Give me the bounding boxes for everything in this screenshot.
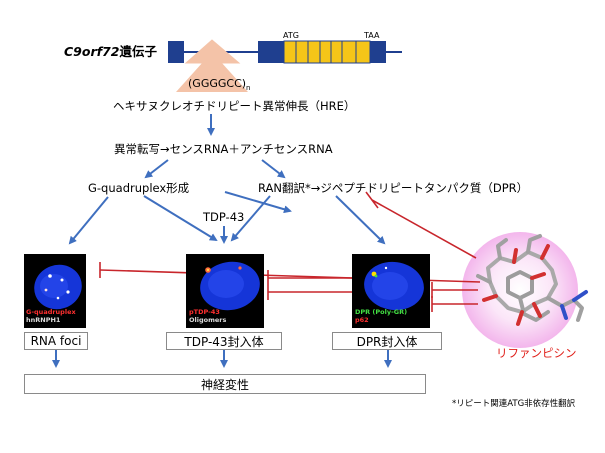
panel-caption-3a: DPR (Poly-GR) xyxy=(355,308,408,316)
gene-structure xyxy=(168,39,402,92)
gene-suffix: 遺伝子 xyxy=(119,44,157,59)
panel-caption-1a: G-quadruplex xyxy=(26,308,76,316)
rna-foci-box: RNA foci xyxy=(24,332,88,350)
arrow-gquad-to-ran-region xyxy=(224,191,292,214)
flow-arrows xyxy=(52,114,392,368)
arrow-to-ran xyxy=(261,159,286,179)
arrow-gquad-to-tdp xyxy=(143,195,218,242)
tdp-inclusion-box: TDP-43封入体 xyxy=(166,332,282,350)
panel-caption-2a: pTDP-43 xyxy=(189,308,220,316)
repeat-subscript: n xyxy=(246,84,251,93)
rifampicin-molecule xyxy=(476,234,588,326)
arrow-ran-to-dpr xyxy=(335,195,386,245)
micrograph-dpr: DPR (Poly-GR) p62 xyxy=(352,254,430,328)
footnote: *リピート関連ATG非依存性翻訳 xyxy=(452,399,576,409)
micrograph-rna-foci: G-quadruplex hnRNPH1 xyxy=(24,254,86,328)
dpr-inclusion-box: DPR封入体 xyxy=(332,332,442,350)
gene-title: C9orf72遺伝子 xyxy=(64,45,157,59)
drug-highlight xyxy=(462,232,578,348)
exon-1 xyxy=(168,41,184,63)
nucleus-image xyxy=(34,264,82,310)
taa-label: TAA xyxy=(364,31,380,40)
micrograph-tdp43: pTDP-43 Oligomers xyxy=(186,254,264,328)
panel-caption-1b: hnRNPH1 xyxy=(26,316,61,324)
tdp43-label: TDP-43 xyxy=(203,210,245,224)
arrow-to-gquad xyxy=(144,159,169,179)
repeat-sequence: (GGGGCC) xyxy=(188,77,247,90)
exon-last xyxy=(370,41,386,63)
gene-name: C9orf72 xyxy=(64,44,120,59)
hre-label: ヘキサヌクレオチドリピート異常伸長（HRE） xyxy=(113,99,356,113)
exon-2b xyxy=(272,41,284,63)
drug-label: リファンピシン xyxy=(496,346,577,360)
arrow-to-rna-foci xyxy=(68,196,109,245)
inhibit-ran xyxy=(371,199,477,259)
transcription-label: 異常転写→センスRNA＋アンチセンスRNA xyxy=(114,142,333,156)
panel-caption-2b: Oligomers xyxy=(189,316,227,324)
panel-caption-3b: p62 xyxy=(355,316,369,324)
nucleus-image-3 xyxy=(364,261,424,311)
ran-label: RAN翻訳*→ジペプチドリピートタンパク質（DPR） xyxy=(258,181,529,195)
exon-2 xyxy=(258,41,272,63)
coding-exon xyxy=(283,40,343,64)
gquad-label: G-quadruplex形成 xyxy=(88,181,190,195)
neurodegeneration-box: 神経変性 xyxy=(24,374,426,394)
arrow-ran-to-tdp xyxy=(230,195,271,242)
repeat-label: (GGGGCC)n xyxy=(188,77,250,95)
repeat-wedge xyxy=(176,52,248,92)
nucleus-image-2 xyxy=(200,261,260,311)
atg-label: ATG xyxy=(283,31,299,40)
